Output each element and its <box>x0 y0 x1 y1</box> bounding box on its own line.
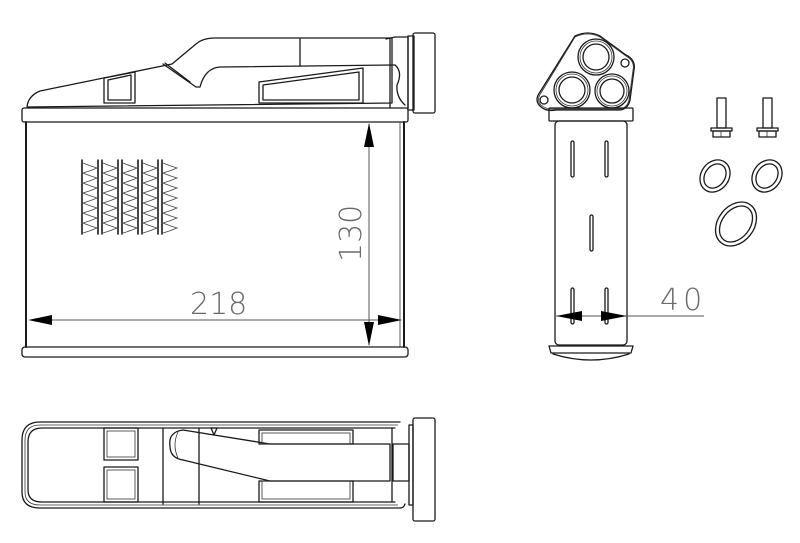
side-view: 40 <box>536 32 706 361</box>
bolt-icon <box>710 97 733 138</box>
port-right <box>594 73 630 109</box>
front-view: 218 130 <box>21 32 436 358</box>
dimension-depth: 40 <box>556 283 706 321</box>
dimension-depth-label: 40 <box>660 283 706 318</box>
dimension-width-label: 218 <box>190 287 247 322</box>
bottom-header <box>21 346 409 358</box>
top-tank <box>26 37 393 108</box>
fin-pattern <box>81 159 179 235</box>
core-side <box>554 120 628 346</box>
top-view <box>21 417 436 522</box>
mount-hole <box>539 95 549 105</box>
top-flange <box>412 417 436 522</box>
accessory-kit <box>699 97 783 247</box>
top-header <box>21 107 409 123</box>
top-shell <box>21 421 406 509</box>
mount-hole <box>620 58 630 68</box>
dimension-width: 218 <box>28 287 402 325</box>
dimension-height-label: 130 <box>334 205 369 262</box>
inlet-pipe <box>162 63 396 88</box>
o-ring-icon <box>699 159 731 193</box>
flange <box>412 32 436 114</box>
port-left <box>553 71 591 109</box>
dimension-height: 130 <box>334 123 374 346</box>
o-ring-icon <box>751 159 783 193</box>
fitting-plate <box>536 32 635 112</box>
port-top <box>577 38 615 76</box>
bolt-icon <box>756 97 779 138</box>
top-pipe <box>169 429 391 482</box>
o-ring-icon <box>714 201 758 247</box>
